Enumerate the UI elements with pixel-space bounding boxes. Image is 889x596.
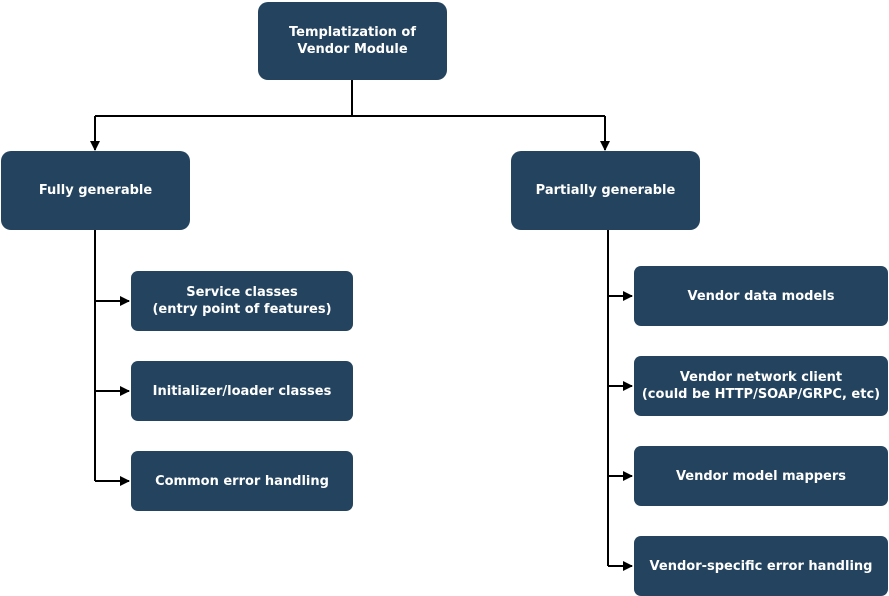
leaf-node-service-classes: Service classes (entry point of features… (131, 271, 353, 331)
branch-node-partially-generable: Partially generable (511, 151, 700, 230)
leaf-node-initializer-loader-classes: Initializer/loader classes (131, 361, 353, 421)
branch-node-fully-generable: Fully generable (1, 151, 190, 230)
leaf-node-vendor-data-models: Vendor data models (634, 266, 888, 326)
leaf-node-vendor-specific-error-handling: Vendor-specific error handling (634, 536, 888, 596)
leaf-node-vendor-model-mappers: Vendor model mappers (634, 446, 888, 506)
leaf-node-common-error-handling: Common error handling (131, 451, 353, 511)
root-node: Templatization of Vendor Module (258, 2, 447, 80)
leaf-node-vendor-network-client: Vendor network client (could be HTTP/SOA… (634, 356, 888, 416)
